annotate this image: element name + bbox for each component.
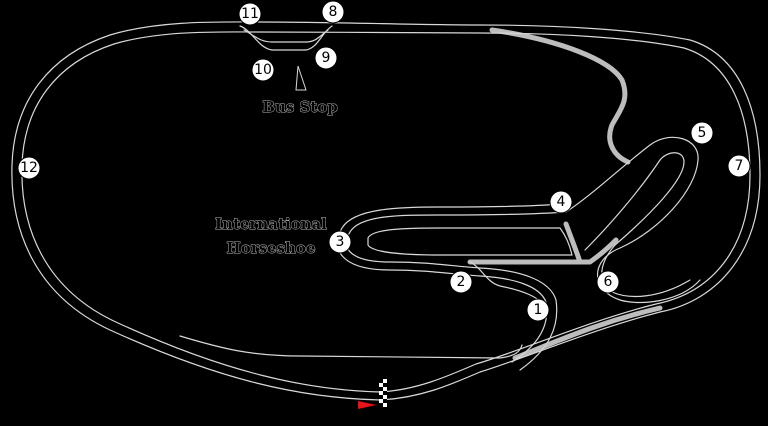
turn-2-number: 2 [457,274,466,290]
turn-2-marker: 2 [449,270,473,294]
turn-12-marker: 12 [17,156,41,180]
turn-6-marker: 6 [596,270,620,294]
turn-4-number: 4 [557,194,566,210]
red-pennant-icon [358,401,376,409]
turn-3-number: 3 [336,234,345,250]
pit-lane [179,335,523,359]
turn-1-number: 1 [534,302,543,318]
turn-5-marker: 5 [690,121,714,145]
turn-3-marker: 3 [328,230,352,254]
turn-9-number: 9 [322,50,331,66]
turn-10-marker: 10 [251,58,275,82]
turn-11-marker: 11 [238,2,262,26]
bus-stop-label: Bus Stop [262,98,338,116]
infield-outer [345,136,701,371]
turn5-loop [584,152,691,298]
turn-6-number: 6 [604,274,613,290]
bus-stop-chicane [239,25,333,51]
front-stretch-connector [512,305,663,361]
connector-roads [467,27,663,361]
horseshoe-inner-loop [367,227,573,256]
triangle-marker-icon [295,65,307,91]
horseshoe-label-line1: International [215,215,327,233]
turn-11-number: 11 [241,6,259,22]
oval-outer-edge [11,21,761,401]
checkered-flag-icon [379,379,387,407]
infield-road-course [336,136,701,371]
turn-12-number: 12 [20,160,38,176]
horseshoe-label-line2: Horseshoe [227,239,316,257]
oval-inner-edge [21,31,751,393]
turn-9-marker: 9 [314,46,338,70]
turn-4-marker: 4 [549,190,573,214]
turn-7-number: 7 [735,158,744,174]
turn-5-number: 5 [698,125,707,141]
start-finish [358,379,387,409]
turn-markers: 1 2 3 4 5 6 7 8 9 10 11 12 [17,0,751,322]
turn4-link [563,221,583,265]
turn-10-number: 10 [254,62,272,78]
turn-1-marker: 1 [526,298,550,322]
turn-7-marker: 7 [727,154,751,178]
oval-track [11,21,761,401]
turn-8-number: 8 [329,4,338,20]
back-straight-connector [489,27,631,165]
turn-8-marker: 8 [321,0,345,24]
infield-return [467,237,619,265]
chicane-inner [243,29,329,43]
